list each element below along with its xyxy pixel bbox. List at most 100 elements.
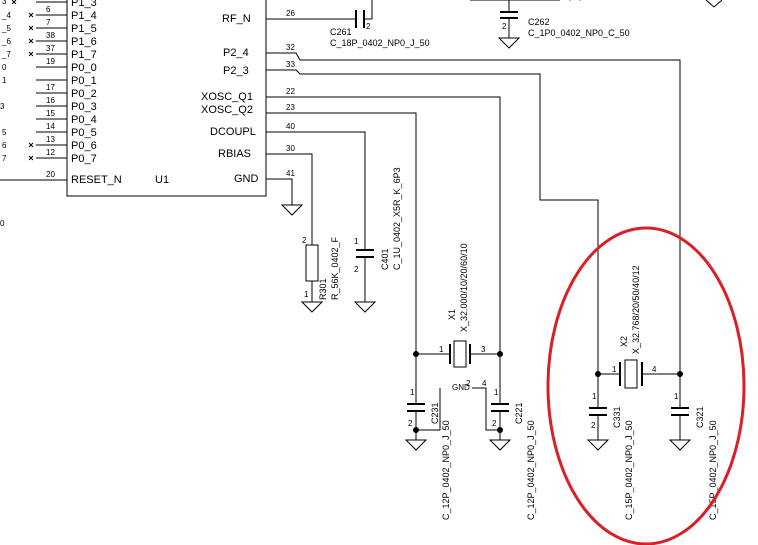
part-value: C_1P0_0402_NP0_C_50 bbox=[528, 28, 630, 38]
crystal-x1: 1 3 X1 X_32.000/10/20/60/10 GND 2 4 bbox=[413, 243, 503, 431]
crystal-x2: 1 4 X2 X_32.768/20/50/40/12 bbox=[595, 265, 683, 389]
pin-label: P1_5 bbox=[71, 23, 97, 35]
ground-symbol-icon bbox=[404, 439, 428, 451]
pin-number: 1 bbox=[354, 237, 359, 246]
capacitor-c331: 1 2 C331 C_15P_0402_NP0_J_50 bbox=[586, 374, 634, 520]
pin-number: 40 bbox=[286, 122, 295, 131]
ic-refdes: U1 bbox=[155, 174, 169, 186]
nc-label: _4 bbox=[1, 11, 11, 20]
ground-symbol-icon bbox=[280, 204, 304, 216]
pin-number: 2 bbox=[466, 379, 471, 388]
pin-label: XOSC_Q2 bbox=[201, 104, 253, 116]
pin-number: 7 bbox=[46, 18, 51, 27]
stray-label: 0 bbox=[0, 219, 5, 228]
nc-label: _5 bbox=[1, 24, 11, 33]
part-value: C_12P_0402_NP0_J_50 bbox=[441, 420, 451, 520]
nc-label: 3 bbox=[2, 0, 7, 6]
ic-left-pins: 3 _4 _5 _6 _7 0 1 3 5 6 7 6 7 38 37 19 1… bbox=[0, 0, 122, 228]
pin-label: P0_6 bbox=[71, 140, 97, 152]
pin-number: 1 bbox=[612, 365, 617, 374]
pin-number: 41 bbox=[286, 169, 295, 178]
pin-label: XOSC_Q1 bbox=[201, 91, 253, 103]
nc-label: 6 bbox=[2, 141, 7, 150]
pin-number: 1 bbox=[674, 392, 679, 401]
ground-symbol-icon bbox=[300, 301, 324, 313]
pin-number: 2 bbox=[366, 22, 371, 31]
ground-symbol-icon bbox=[668, 439, 692, 451]
capacitor-c262: 2 C262 C_1P0_0402_NP0_C_50 bbox=[470, 0, 723, 49]
pin-number: 2 bbox=[591, 421, 596, 430]
pin-label: RBIAS bbox=[218, 148, 251, 160]
ground-symbol-icon bbox=[488, 439, 512, 451]
gnd-label: GND bbox=[452, 383, 470, 392]
pin-label: P1_7 bbox=[71, 49, 97, 61]
no-connect-marks bbox=[11, 0, 34, 161]
refdes: X1 bbox=[447, 309, 457, 320]
pin-number: 26 bbox=[286, 9, 295, 18]
pin-number: 2 bbox=[408, 419, 413, 428]
nc-label: 3 bbox=[0, 102, 5, 111]
pin-number: 1 bbox=[410, 388, 415, 397]
pin-number: 2 bbox=[302, 236, 307, 245]
ground-symbol-icon bbox=[497, 37, 521, 49]
ic-u1: U1 bbox=[66, 0, 267, 197]
nc-label: _7 bbox=[1, 50, 11, 59]
pin-number: 20 bbox=[46, 170, 55, 179]
capacitor-c231: 1 2 C231 C_12P_0402_NP0_J_50 bbox=[404, 354, 451, 520]
pin-number: 30 bbox=[286, 144, 295, 153]
pin-number: 1 bbox=[494, 388, 499, 397]
net-arrow-icon bbox=[705, 0, 723, 8]
nc-label: 5 bbox=[2, 128, 7, 137]
pin-label: GND bbox=[234, 173, 259, 185]
capacitor-c321: 1 C321 C_15P_0402_NP0_J_50 bbox=[668, 374, 718, 520]
pin-number: 17 bbox=[46, 83, 55, 92]
part-value: C_15P_0402_NP0_J_50 bbox=[708, 420, 718, 520]
pin-number: 2 bbox=[354, 265, 359, 274]
pin-label: P0_2 bbox=[71, 88, 97, 100]
pin-number: 15 bbox=[46, 109, 55, 118]
part-value: C_18P_0402_NP0_J_50 bbox=[330, 38, 430, 48]
pin-number: 3 bbox=[481, 345, 486, 354]
part-value: X_32.000/10/20/60/10 bbox=[459, 243, 469, 332]
pin-label: P1_4 bbox=[71, 10, 97, 22]
refdes: C262 bbox=[528, 17, 550, 27]
resistor-r301: 2 1 R301 R_56K_0402_F bbox=[300, 236, 340, 313]
capacitor-c401: 1 2 C401 C_1U_0402_X5R_K_6P3 bbox=[353, 167, 402, 313]
pin-label: P0_0 bbox=[71, 62, 97, 74]
pin-number: 38 bbox=[46, 31, 55, 40]
part-value: X_32.768/20/50/40/12 bbox=[631, 265, 641, 354]
ground-symbol-icon bbox=[353, 301, 377, 313]
pin-label: P1_3 bbox=[71, 0, 97, 9]
capacitor-c221: 1 2 C221 C_12P_0402_NP0_J_50 bbox=[488, 354, 536, 520]
pin-number: 23 bbox=[286, 103, 295, 112]
pin-label: RESET_N bbox=[71, 174, 122, 186]
refdes: C321 bbox=[695, 406, 705, 428]
part-value: C_1U_0402_X5R_K_6P3 bbox=[392, 167, 402, 270]
pin-number: 22 bbox=[286, 87, 295, 96]
pin-number: 16 bbox=[46, 96, 55, 105]
pin-number: 4 bbox=[652, 365, 657, 374]
refdes: C231 bbox=[430, 402, 440, 424]
highlight-ellipse bbox=[546, 226, 746, 545]
refdes: R301 bbox=[318, 278, 328, 300]
pin-number: 6 bbox=[46, 5, 51, 14]
pin-label: P2_4 bbox=[223, 47, 249, 59]
pin-label: P0_7 bbox=[71, 153, 97, 165]
pin-number: 2 bbox=[502, 22, 507, 31]
refdes: C331 bbox=[612, 406, 622, 428]
pin-label: RF_N bbox=[222, 13, 251, 25]
nc-label: 7 bbox=[2, 154, 7, 163]
part-value: C_12P_0402_NP0_J_50 bbox=[526, 420, 536, 520]
capacitor-c261: 2 C261 C_18P_0402_NP0_J_50 bbox=[330, 10, 430, 48]
nc-label: 0 bbox=[2, 63, 7, 72]
pin-number: 1 bbox=[592, 392, 597, 401]
refdes: C401 bbox=[380, 248, 390, 270]
pin-number: 2 bbox=[492, 419, 497, 428]
pin-label: P1_6 bbox=[71, 36, 97, 48]
pin-number: 1 bbox=[439, 345, 444, 354]
nc-label: _6 bbox=[1, 37, 11, 46]
pin-label: P2_3 bbox=[223, 65, 249, 77]
part-value: C_15P_0402_NP0_J_50 bbox=[624, 420, 634, 520]
pin-label: P0_3 bbox=[71, 101, 97, 113]
